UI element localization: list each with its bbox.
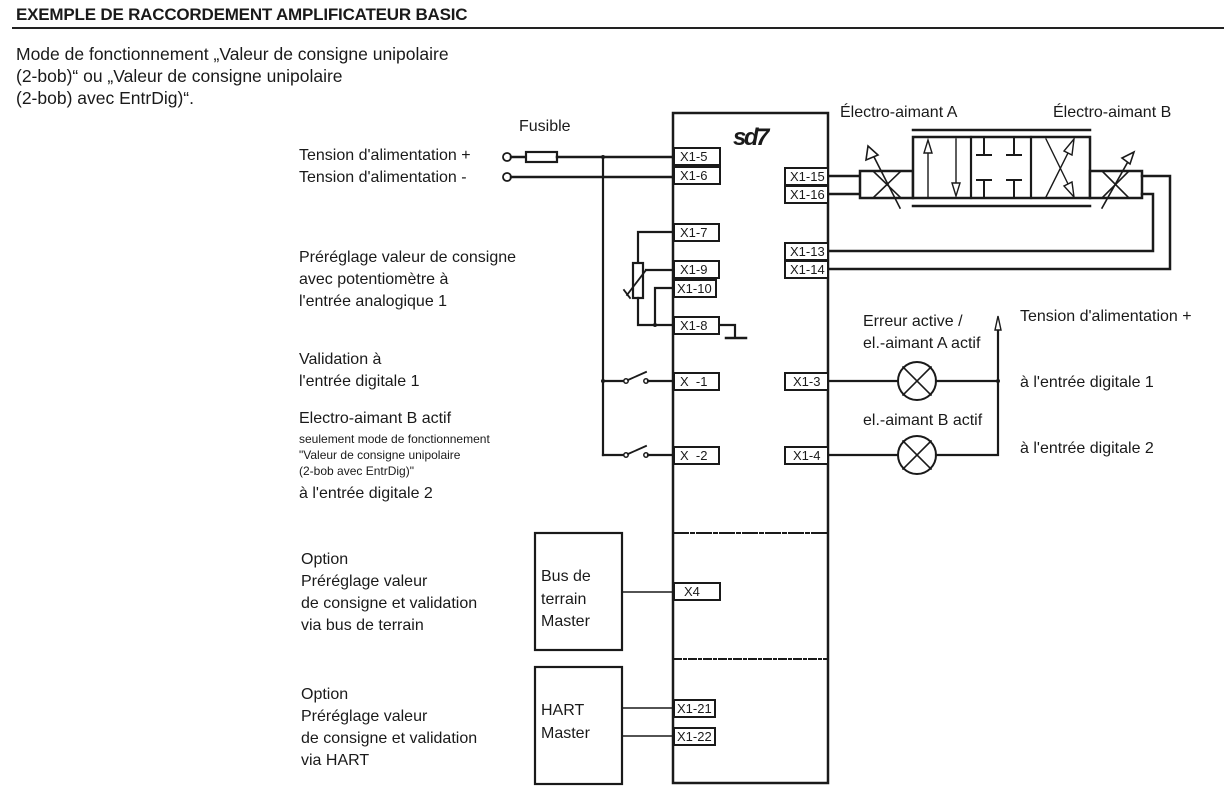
terminal-x1-16: X1-16 — [784, 185, 829, 204]
terminal-x1-14: X1-14 — [784, 260, 829, 279]
fuse-symbol — [524, 150, 559, 164]
terminal-x1-4: X1-4 — [784, 446, 829, 465]
terminal-x-2: X -2 — [673, 446, 720, 465]
lamp-b-label: el.-aimant B actif — [863, 412, 983, 429]
terminal-x1-13: X1-13 — [784, 242, 829, 261]
intro-line: Mode de fonctionnement „Valeur de consig… — [16, 44, 449, 64]
terminal-x1-10: X1-10 — [673, 279, 717, 298]
fieldbus-master-box — [533, 531, 624, 652]
solenoid-a-label: Électro-aimant A — [840, 104, 958, 121]
title-divider — [12, 27, 1224, 29]
hart-master-box — [533, 665, 624, 786]
terminal-x1-7: X1-7 — [673, 223, 720, 242]
valve-symbol — [911, 135, 1092, 200]
intro-text: Mode de fonctionnement „Valeur de consig… — [16, 43, 449, 109]
right-digital-input-1-label: à l'entrée digitale 1 — [1020, 374, 1154, 391]
supply-arrow-icon — [994, 315, 1002, 331]
device-logo: sd7 — [733, 124, 771, 151]
intro-line: (2-bob) avec EntrDig)“. — [16, 88, 194, 108]
terminal-x1-21: X1-21 — [673, 699, 716, 718]
terminal-x1-22: X1-22 — [673, 727, 716, 746]
terminal-x4: X4 — [673, 582, 721, 601]
terminal-x1-5: X1-5 — [673, 147, 721, 166]
page-title: EXEMPLE DE RACCORDEMENT AMPLIFICATEUR BA… — [16, 5, 468, 24]
right-supply-plus-label: Tension d'alimentation + — [1020, 308, 1192, 325]
terminal-x1-6: X1-6 — [673, 166, 721, 185]
supply-minus-label: Tension d'alimentation - — [299, 169, 467, 186]
solenoid-b-label: Électro-aimant B — [1053, 104, 1172, 121]
terminal-x1-9: X1-9 — [673, 260, 720, 279]
terminal-x1-15: X1-15 — [784, 167, 829, 186]
terminal-x-1: X -1 — [673, 372, 720, 391]
right-digital-input-2-label: à l'entrée digitale 2 — [1020, 440, 1154, 457]
intro-line: (2-bob)“ ou „Valeur de consigne unipolai… — [16, 66, 343, 86]
terminal-x1-3: X1-3 — [784, 372, 829, 391]
switch-validation — [626, 370, 648, 382]
supply-plus-label: Tension d'alimentation + — [299, 147, 471, 164]
terminal-x1-8: X1-8 — [673, 316, 720, 335]
switch-solenoid-b — [626, 444, 648, 456]
fuse-label: Fusible — [519, 118, 571, 135]
